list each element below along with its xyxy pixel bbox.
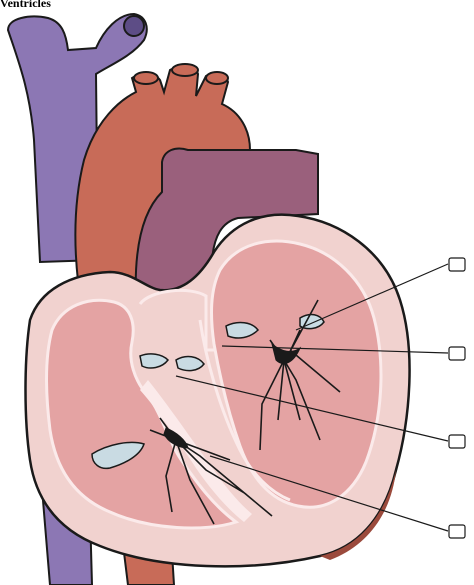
vena-cava-opening [124,16,144,36]
label-box-1[interactable] [449,258,465,271]
aortic-branch-1 [134,72,158,84]
label-box-3[interactable] [449,435,465,448]
aortic-branch-3 [206,72,228,84]
aortic-branch-2 [172,64,198,76]
label-box-2[interactable] [449,347,465,360]
label-box-4[interactable] [449,525,465,538]
